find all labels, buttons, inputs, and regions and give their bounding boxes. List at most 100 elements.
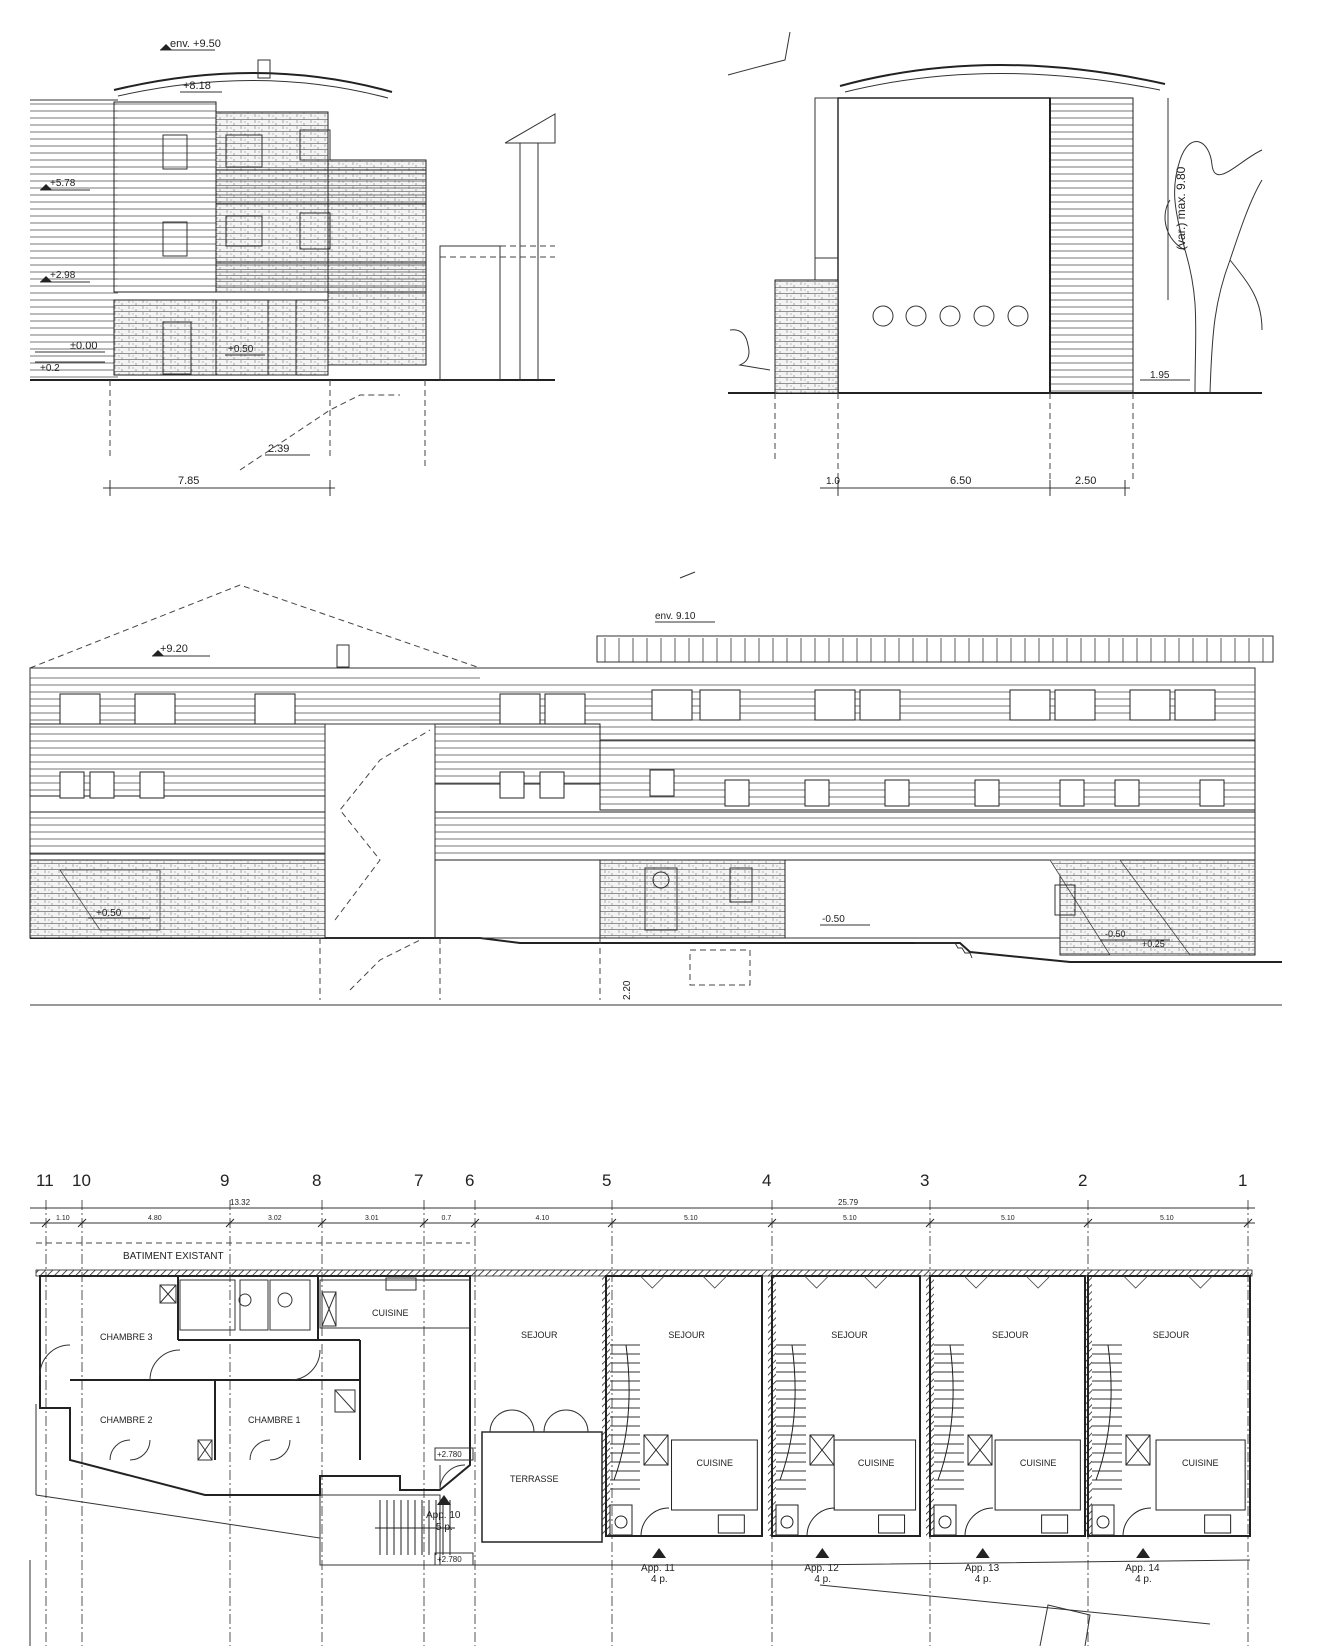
- kitchen-unit: [1125, 1434, 1151, 1466]
- apartment-size: 4 p.: [975, 1574, 992, 1585]
- facade-window: [134, 693, 176, 725]
- axis-label: 9: [220, 1171, 229, 1190]
- house-outline: [771, 1275, 921, 1537]
- level-label-5: ±0.00: [70, 340, 97, 352]
- facade-window: [1059, 779, 1085, 807]
- kitchen-unit: [643, 1434, 669, 1466]
- dimension-label-3: 2.50: [1075, 475, 1096, 487]
- wc: [609, 1504, 633, 1536]
- party-wall: [1084, 1276, 1092, 1536]
- span-label: 5.10: [1001, 1215, 1015, 1222]
- wc: [1091, 1504, 1115, 1536]
- dimension-tick: [925, 1218, 935, 1228]
- room-label-cuisine: CUISINE: [858, 1458, 895, 1468]
- apartment-10-size: 5 p.: [436, 1522, 453, 1533]
- dimension-tick: [1243, 1218, 1253, 1228]
- door-swing: [964, 1507, 994, 1537]
- main-stair: [375, 1500, 455, 1555]
- facade-window: [1174, 689, 1216, 721]
- level-label-6: +0.50: [228, 344, 254, 355]
- apartment-size: 4 p.: [1135, 1574, 1152, 1585]
- level-label-4: -0.50: [822, 914, 845, 925]
- level-label-1: +2.780: [437, 1450, 462, 1459]
- span-label: 1.10: [56, 1215, 70, 1222]
- facade-window: [804, 779, 830, 807]
- entrance-arrow: [815, 1548, 830, 1558]
- room-label-sejour: SEJOUR: [831, 1330, 868, 1340]
- facade-window: [499, 693, 541, 725]
- dimension-tick: [767, 1218, 777, 1228]
- room-label-sejour: SEJOUR: [668, 1330, 705, 1340]
- axis-label: 11: [36, 1171, 54, 1190]
- facade-window: [539, 771, 565, 799]
- axis-label: 6: [465, 1171, 474, 1190]
- roof-rafters: [604, 638, 1264, 662]
- span-label: 4.10: [536, 1215, 550, 1222]
- porthole-windows: [872, 305, 1029, 327]
- axis-gridlines: [45, 1200, 1249, 1646]
- span-label: 3.01: [365, 1215, 379, 1222]
- stove: [717, 1514, 745, 1534]
- span-label: 5.10: [843, 1215, 857, 1222]
- dimension-label-2: 7.85: [178, 475, 199, 487]
- apartment-size: 4 p.: [814, 1574, 831, 1585]
- facade-window: [814, 689, 856, 721]
- dimension-tick: [419, 1218, 429, 1228]
- facade-window: [724, 779, 750, 807]
- room-label-cuisine: CUISINE: [1182, 1458, 1219, 1468]
- facade-window: [649, 769, 675, 797]
- axis-label: 1: [1238, 1171, 1247, 1190]
- dimension-tick: [1083, 1218, 1093, 1228]
- kitchen-wall: [1155, 1439, 1246, 1511]
- room-label-cuisine: CUISINE: [372, 1308, 409, 1318]
- overall-dimension-right: 25.79: [838, 1198, 859, 1207]
- window-mark: [804, 1275, 829, 1289]
- kitchen-unit: [809, 1434, 835, 1466]
- facade-window: [1199, 779, 1225, 807]
- dimension-tick: [317, 1218, 327, 1228]
- entrance-arrow: [1136, 1548, 1151, 1558]
- facade-window: [651, 689, 693, 721]
- vertical-height-note: (var.) max. 9.80: [1174, 166, 1188, 250]
- party-wall: [768, 1276, 776, 1536]
- kitchen-unit: [643, 1434, 669, 1466]
- stove: [1204, 1514, 1232, 1534]
- dimension-label-1: 1.0: [826, 476, 840, 487]
- apartment-name: App. 13: [965, 1563, 1000, 1574]
- apartment-name: App. 12: [804, 1563, 839, 1574]
- facade-window: [884, 779, 910, 807]
- stair-line: [1095, 1344, 1112, 1481]
- facade-window: [59, 771, 85, 799]
- level-label-3: +0.50: [96, 908, 122, 919]
- wc-bowl: [938, 1515, 952, 1529]
- level-label-4: +2.98: [50, 270, 76, 281]
- window-mark: [640, 1275, 665, 1289]
- stove: [1041, 1514, 1069, 1534]
- facade-window: [59, 693, 101, 725]
- room-label-sejour: SEJOUR: [992, 1330, 1029, 1340]
- stair-line: [779, 1344, 796, 1481]
- dimension-tick: [470, 1218, 480, 1228]
- facade-window: [89, 771, 115, 799]
- level-label-2: +2.780: [437, 1555, 462, 1564]
- axis-label: 10: [72, 1171, 91, 1190]
- apartment-size: 4 p.: [651, 1574, 668, 1585]
- dimension-ticks: [41, 1218, 1253, 1228]
- window-mark: [702, 1275, 728, 1289]
- apartment-name: App. 11: [641, 1563, 675, 1574]
- party-wall: [602, 1276, 610, 1536]
- house-outline: [605, 1275, 763, 1537]
- stair-line: [613, 1344, 630, 1481]
- kitchen-unit: [967, 1434, 993, 1466]
- side-elevation-right: (var.) max. 9.80 1.95 1.0 6.50 2.50: [727, 31, 1263, 496]
- dimension-label-2: 6.50: [950, 475, 971, 487]
- window-mark: [1123, 1275, 1148, 1289]
- upper-windows: [59, 689, 1216, 725]
- dimension-label-1: 2.39: [268, 443, 289, 455]
- entrance-arrow: [652, 1548, 667, 1558]
- window-mark: [963, 1275, 989, 1289]
- axis-label: 4: [762, 1171, 771, 1190]
- kitchen-unit: [809, 1434, 835, 1466]
